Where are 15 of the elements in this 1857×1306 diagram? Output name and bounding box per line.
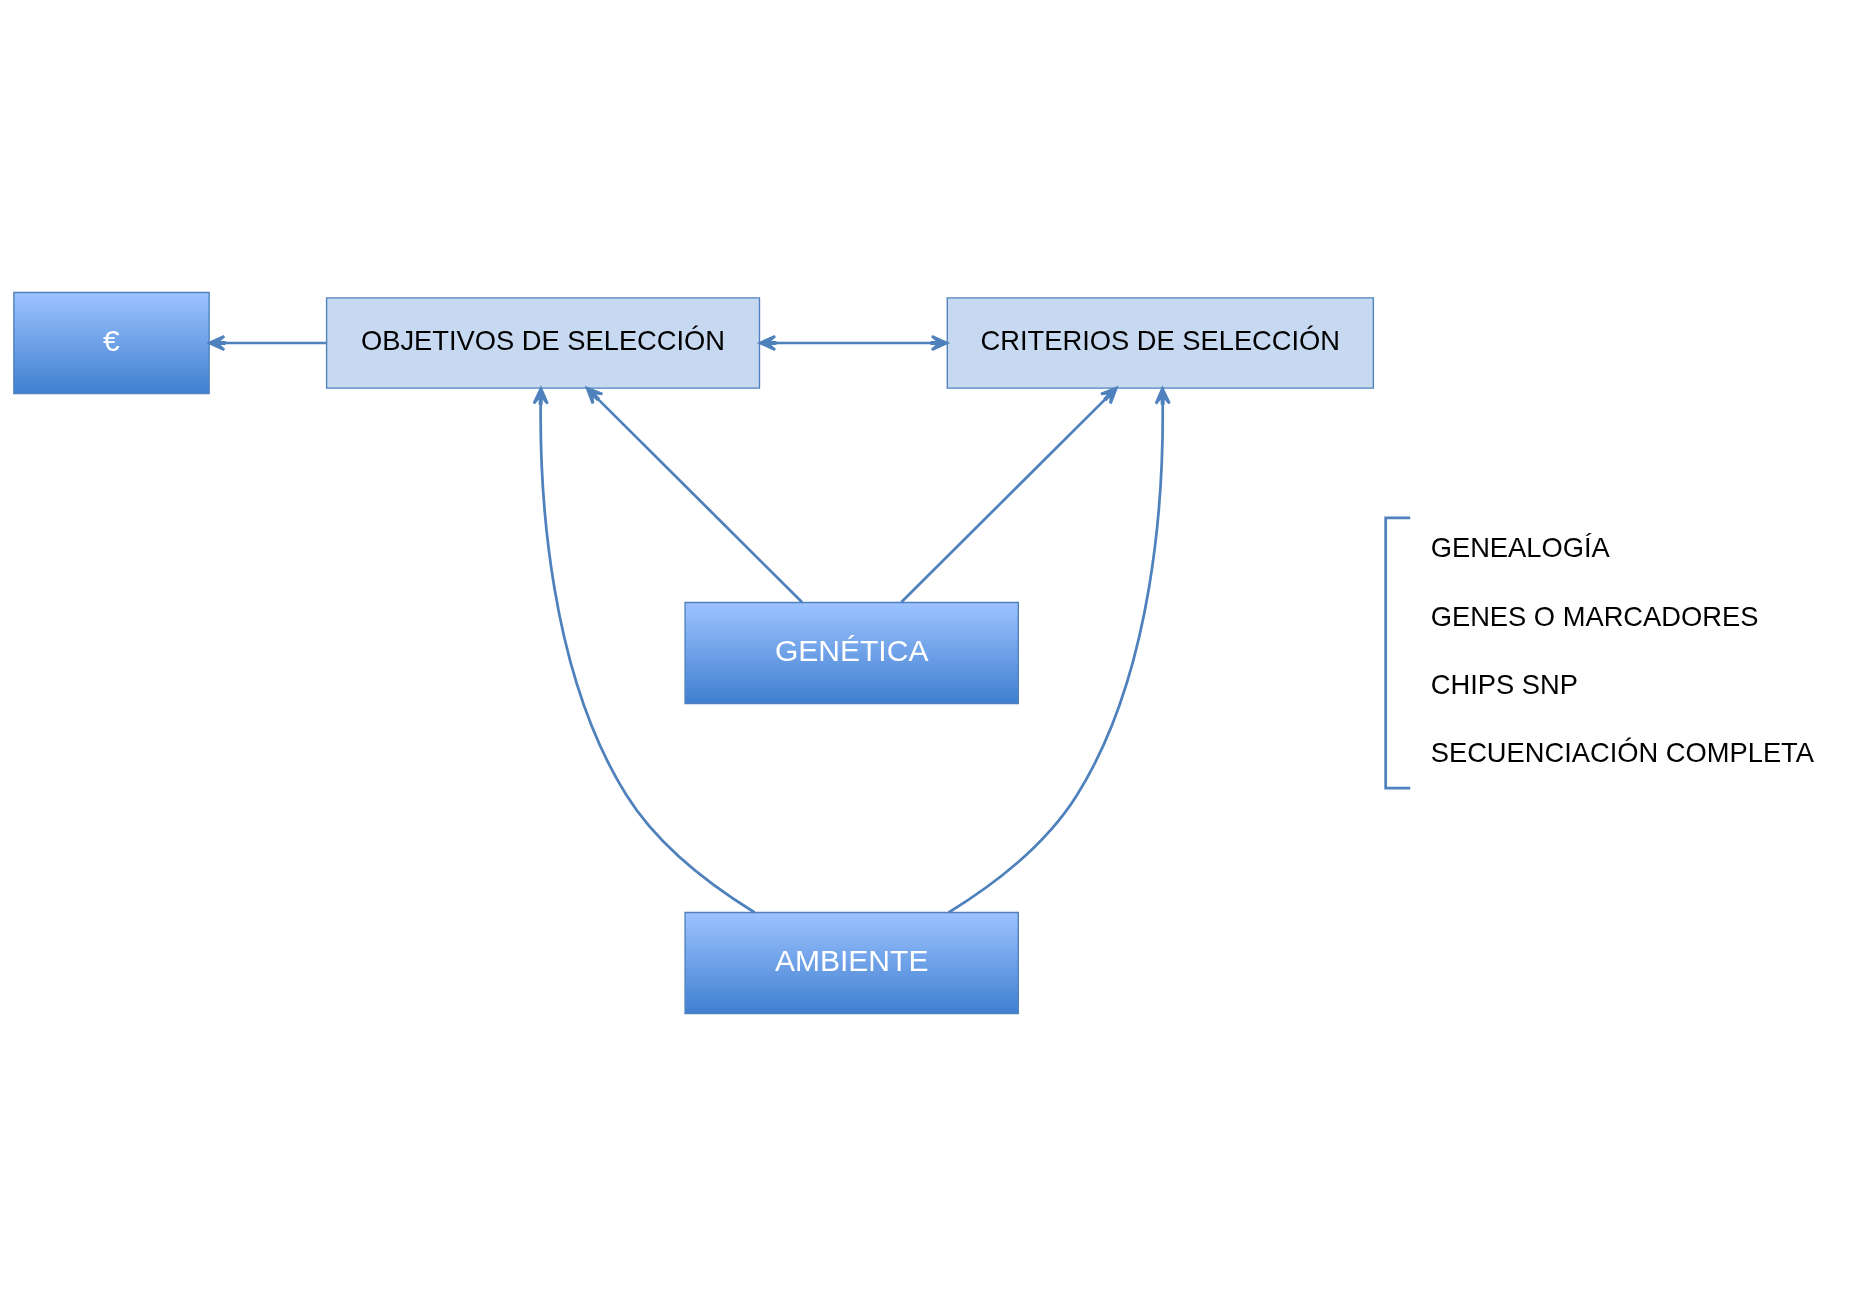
arrow	[532, 387, 756, 914]
label: CHIPS SNP	[1430, 668, 1578, 700]
node-box: GENÉTICA	[684, 601, 1019, 705]
node-box: AMBIENTE	[684, 911, 1019, 1015]
arrow	[947, 387, 1171, 914]
label: GENES O MARCADORES	[1430, 600, 1759, 632]
arrow	[900, 386, 1118, 604]
node-box: OBJETIVOS DE SELECCIÓN	[325, 297, 761, 389]
arrow	[585, 386, 804, 604]
arrow	[758, 334, 949, 352]
arrow	[207, 334, 326, 352]
label: GENEALOGÍA	[1430, 532, 1610, 564]
label: SECUENCIACIÓN COMPLETA	[1430, 737, 1814, 769]
node-box: CRITERIOS DE SELECCIÓN	[946, 297, 1375, 389]
node-box: €	[13, 291, 210, 395]
